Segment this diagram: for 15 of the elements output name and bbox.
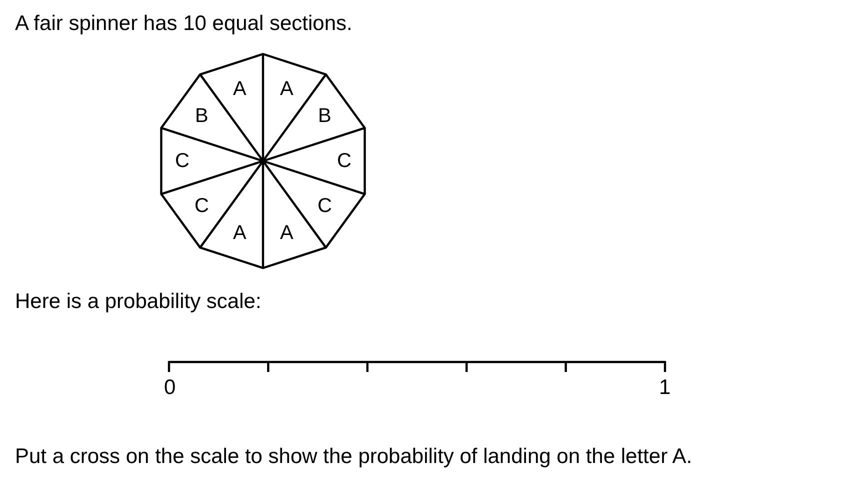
sector-letter: B <box>318 106 332 126</box>
sector-letter: A <box>280 223 294 244</box>
sector-letter: A <box>233 223 246 244</box>
sector-letter: C <box>175 151 190 171</box>
question-text: A fair spinner has 10 equal sections. <box>15 13 352 34</box>
sector-letter: C <box>317 196 332 216</box>
scale-label: 1 <box>659 376 671 398</box>
sector-letter: C <box>337 151 352 171</box>
question-text: Here is a probability scale: <box>15 291 262 312</box>
sector-letter: A <box>280 78 294 99</box>
sector-letter: C <box>194 196 209 216</box>
question-text: Put a cross on the scale to show the probability of landing on the letter A. <box>15 446 692 467</box>
sector-letter: B <box>195 106 208 126</box>
sector-letter: A <box>233 78 246 99</box>
scale-label: 0 <box>164 376 176 398</box>
